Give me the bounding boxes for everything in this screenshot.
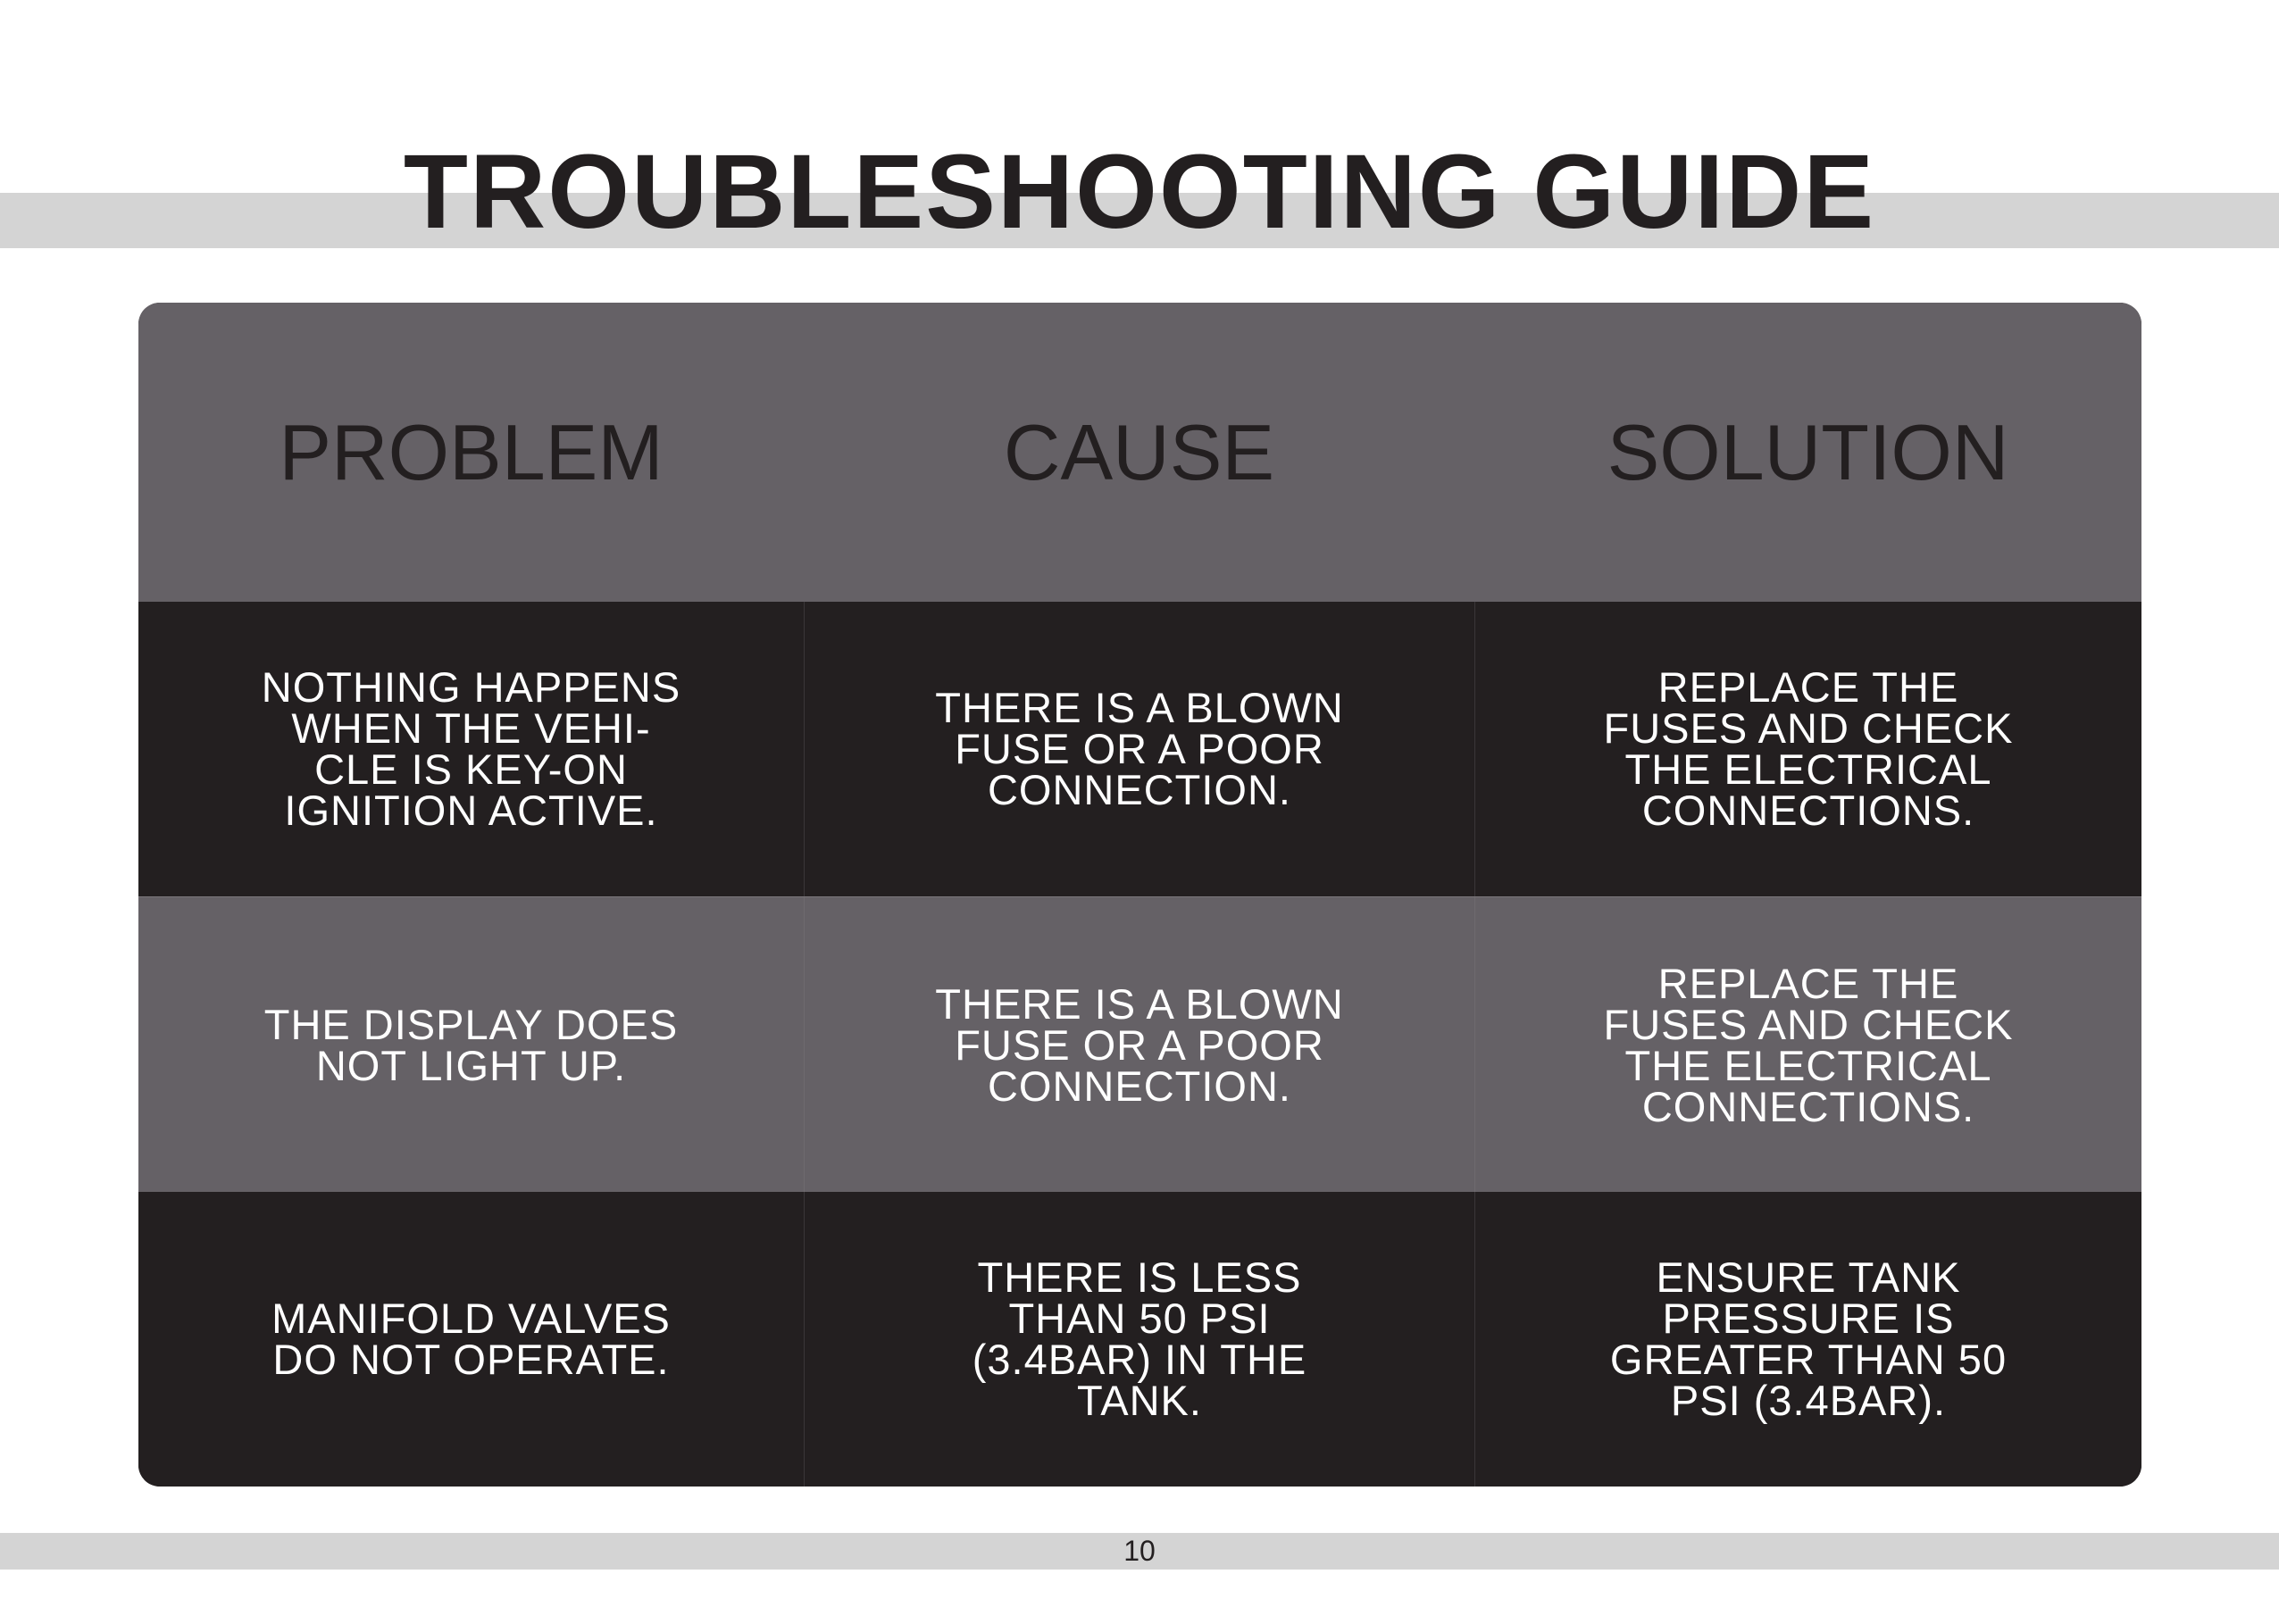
solution-cell: REPLACE THE FUSES AND CHECK THE ELECTRIC… (1474, 897, 2141, 1193)
problem-cell: MANIFOLD VALVES DO NOT OPERATE. (138, 1192, 804, 1487)
cause-text: THERE IS A BLOWN FUSE OR A POOR CONNECTI… (935, 979, 1344, 1110)
page-title: TROUBLESHOOTING GUIDE (403, 133, 1876, 251)
page-number: 10 (1123, 1535, 1156, 1567)
troubleshooting-table: PROBLEM CAUSE SOLUTION NOTHING HAPPENS W… (138, 303, 2141, 1487)
solution-text: ENSURE TANK PRESSURE IS GREATER THAN 50 … (1609, 1253, 2008, 1424)
solution-text: REPLACE THE FUSES AND CHECK THE ELECTRIC… (1603, 663, 2014, 834)
table-header-row: PROBLEM CAUSE SOLUTION (138, 303, 2141, 602)
table-row: THE DISPLAY DOES NOT LIGHT UP. THERE IS … (138, 896, 2141, 1193)
cause-text: THERE IS LESS THAN 50 PSI (3.4BAR) IN TH… (972, 1253, 1307, 1424)
problem-text: THE DISPLAY DOES NOT LIGHT UP. (263, 1000, 679, 1089)
header-problem: PROBLEM (279, 407, 664, 496)
table-row: MANIFOLD VALVES DO NOT OPERATE. THERE IS… (138, 1192, 2141, 1487)
cause-cell: THERE IS A BLOWN FUSE OR A POOR CONNECTI… (804, 897, 1474, 1193)
table-row: NOTHING HAPPENS WHEN THE VEHI- CLE IS KE… (138, 602, 2141, 896)
header-solution: SOLUTION (1607, 407, 2009, 496)
problem-text: NOTHING HAPPENS WHEN THE VEHI- CLE IS KE… (261, 663, 681, 834)
problem-cell: NOTHING HAPPENS WHEN THE VEHI- CLE IS KE… (138, 602, 804, 896)
solution-text: REPLACE THE FUSES AND CHECK THE ELECTRIC… (1603, 959, 2014, 1130)
header-cause: CAUSE (1003, 407, 1275, 496)
solution-cell: ENSURE TANK PRESSURE IS GREATER THAN 50 … (1474, 1192, 2141, 1487)
cause-text: THERE IS A BLOWN FUSE OR A POOR CONNECTI… (935, 684, 1344, 813)
footer-band (0, 1533, 2279, 1570)
problem-text: MANIFOLD VALVES DO NOT OPERATE. (271, 1295, 671, 1383)
header-band (0, 193, 2279, 248)
cause-cell: THERE IS LESS THAN 50 PSI (3.4BAR) IN TH… (804, 1192, 1474, 1487)
solution-cell: REPLACE THE FUSES AND CHECK THE ELECTRIC… (1474, 602, 2141, 896)
cause-cell: THERE IS A BLOWN FUSE OR A POOR CONNECTI… (804, 602, 1474, 896)
problem-cell: THE DISPLAY DOES NOT LIGHT UP. (138, 897, 804, 1193)
